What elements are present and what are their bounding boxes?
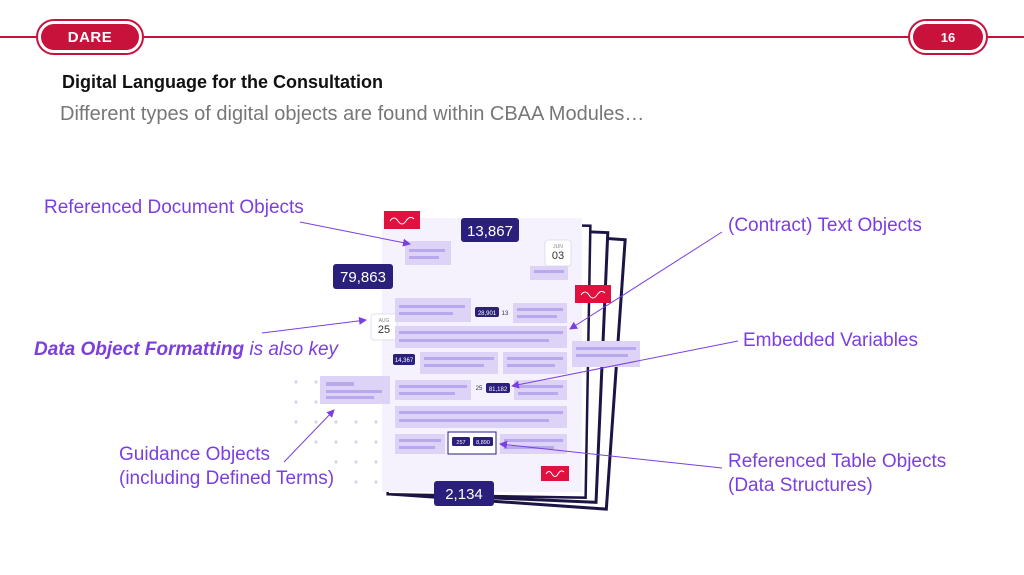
seal-stamp-top — [384, 211, 420, 229]
label-contract-text: (Contract) Text Objects — [728, 215, 922, 236]
svg-text:8,890: 8,890 — [476, 440, 490, 446]
svg-text:2,134: 2,134 — [445, 486, 483, 503]
leader-embedded-variables — [511, 340, 739, 389]
svg-text:79,863: 79,863 — [340, 269, 386, 286]
label-table-line1: Referenced Table Objects — [728, 451, 947, 472]
label-table-line2: (Data Structures) — [728, 475, 873, 496]
page-number: 16 — [913, 24, 983, 50]
leader-referenced-table — [499, 440, 723, 469]
badge-2134 — [434, 481, 494, 506]
leader-guidance — [283, 409, 335, 463]
leader-data-formatting — [261, 316, 367, 334]
svg-text:13,867: 13,867 — [467, 223, 513, 240]
svg-text:03: 03 — [552, 250, 564, 262]
embedded-variable-chip — [486, 383, 510, 393]
svg-text:AUG: AUG — [379, 318, 390, 324]
label-data-object-formatting-bold: Data Object Formatting — [34, 339, 245, 360]
label-data-object-formatting-rest: is also key — [244, 339, 339, 360]
seal-stamp-bottom — [541, 466, 569, 481]
badge-13867 — [461, 218, 519, 242]
leader-referenced-document — [299, 221, 411, 247]
referenced-document-block — [405, 241, 451, 265]
svg-text:28,901: 28,901 — [478, 311, 497, 317]
svg-text:25: 25 — [378, 324, 390, 336]
badge-79863 — [333, 264, 393, 289]
label-guidance-line2: (including Defined Terms) — [119, 468, 335, 489]
svg-text:25: 25 — [476, 386, 483, 392]
slide-subtitle: Different types of digital objects are f… — [60, 103, 645, 125]
page-number-pill: 16 — [908, 19, 988, 55]
svg-text:81,182: 81,182 — [489, 387, 508, 393]
brand-pill: DARE — [36, 19, 144, 55]
label-data-object-formatting: Data Object Formatting is also key — [34, 338, 338, 362]
slide-title: Digital Language for the Consultation — [62, 72, 383, 92]
svg-text:257: 257 — [456, 440, 465, 446]
label-referenced-document: Referenced Document Objects — [44, 197, 304, 218]
svg-text:JUN: JUN — [553, 244, 563, 250]
label-embedded-variables: Embedded Variables — [743, 330, 918, 351]
seal-stamp-right — [575, 285, 611, 303]
leader-contract-text — [569, 231, 723, 330]
svg-text:13: 13 — [502, 311, 509, 317]
svg-text:14,367: 14,367 — [395, 358, 414, 364]
brand-label: DARE — [41, 24, 139, 50]
header-rule — [0, 36, 1024, 38]
label-guidance-line1: Guidance Objects — [119, 444, 271, 465]
